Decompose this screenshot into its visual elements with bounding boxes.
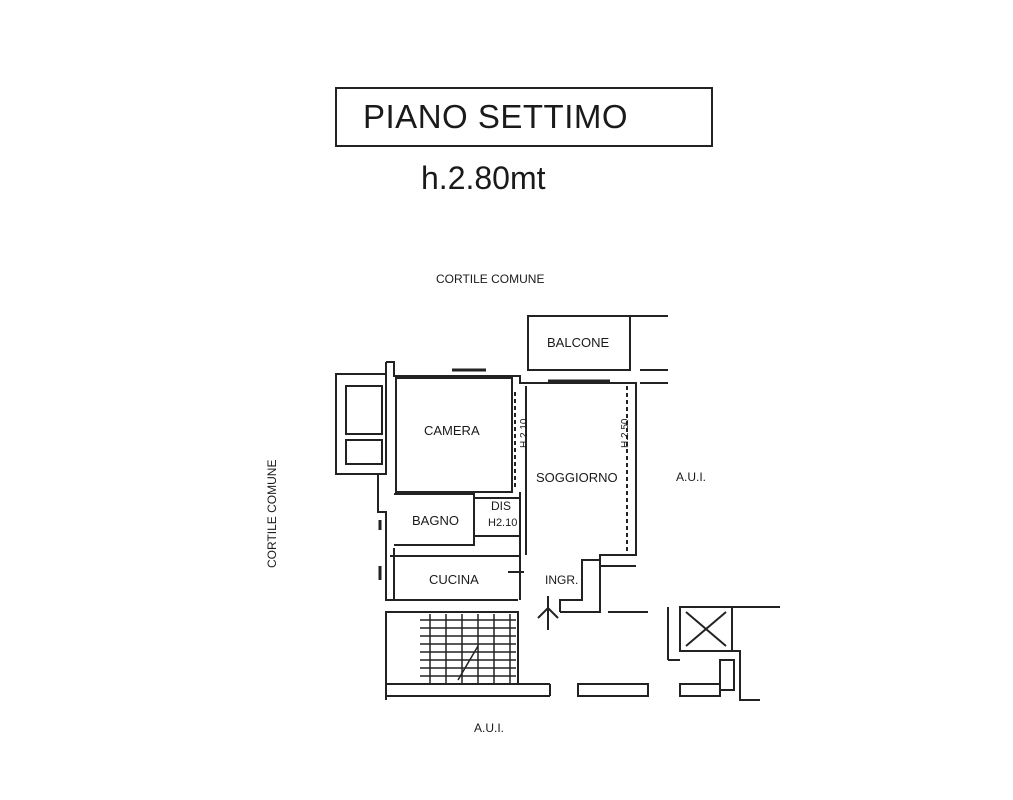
balcony-outline — [527, 315, 631, 371]
lift-shaft — [679, 606, 733, 652]
stair-treads — [420, 614, 516, 684]
cortile-left-label: CORTILE COMUNE — [265, 460, 279, 568]
shaft-box-1 — [345, 385, 383, 435]
cucina-label: CUCINA — [429, 572, 479, 587]
balcone-label: BALCONE — [547, 335, 609, 350]
h210-vertical-label: H.2.10 — [519, 418, 530, 448]
aui-right-label: A.U.I. — [676, 470, 706, 484]
bagno-label: BAGNO — [412, 513, 459, 528]
ingr-label: INGR. — [545, 573, 578, 587]
floor-title: PIANO SETTIMO — [363, 98, 629, 135]
shaft-box-2 — [345, 439, 383, 465]
left-shaft — [335, 373, 387, 475]
stairwell — [385, 611, 519, 685]
title-box: PIANO SETTIMO — [335, 87, 713, 147]
aui-bottom-label: A.U.I. — [474, 721, 504, 735]
cortile-top-label: CORTILE COMUNE — [436, 272, 544, 286]
dis-label: DIS — [491, 499, 511, 513]
ceiling-height-label: h.2.80mt — [421, 160, 546, 196]
camera-label: CAMERA — [424, 423, 480, 438]
h250-vertical-label: H.2.50 — [620, 418, 631, 448]
dis-height-label: H2.10 — [488, 517, 517, 529]
soggiorno-label: SOGGIORNO — [536, 470, 618, 485]
